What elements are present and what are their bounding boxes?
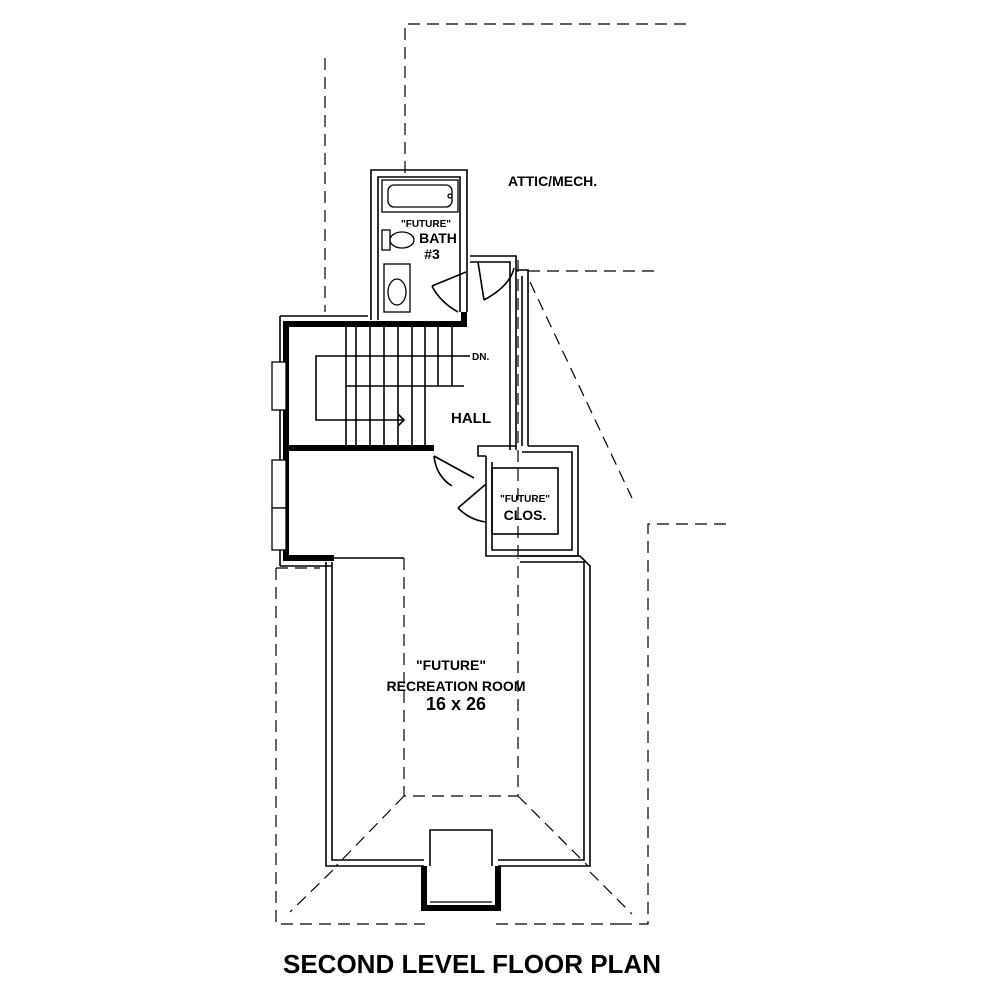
closet-shelf xyxy=(491,467,559,535)
bath-fixtures xyxy=(381,179,459,313)
plan-title: SECOND LEVEL FLOOR PLAN xyxy=(283,949,661,979)
bath-tag: "FUTURE" xyxy=(401,219,451,230)
closet-label: CLOS. xyxy=(504,507,547,523)
stairs-down-label: DN. xyxy=(472,352,489,363)
recreation-label: RECREATION ROOM xyxy=(387,678,526,694)
attic-label: ATTIC/MECH. xyxy=(508,173,597,189)
windows xyxy=(271,361,287,551)
thin-walls xyxy=(325,169,591,867)
room-labels: ATTIC/MECH. "FUTURE" BATH #3 DN. HALL "F… xyxy=(283,173,661,979)
bath-label: BATH xyxy=(419,230,457,246)
roof-dashed-lines xyxy=(275,23,726,925)
hall-label: HALL xyxy=(451,410,491,427)
staircase xyxy=(315,324,470,448)
bath-number: #3 xyxy=(424,246,440,262)
recreation-tag: "FUTURE" xyxy=(416,657,486,673)
thick-walls xyxy=(279,312,501,911)
doors xyxy=(431,261,515,523)
closet-tag: "FUTURE" xyxy=(500,494,550,505)
recreation-size: 16 x 26 xyxy=(426,694,486,714)
